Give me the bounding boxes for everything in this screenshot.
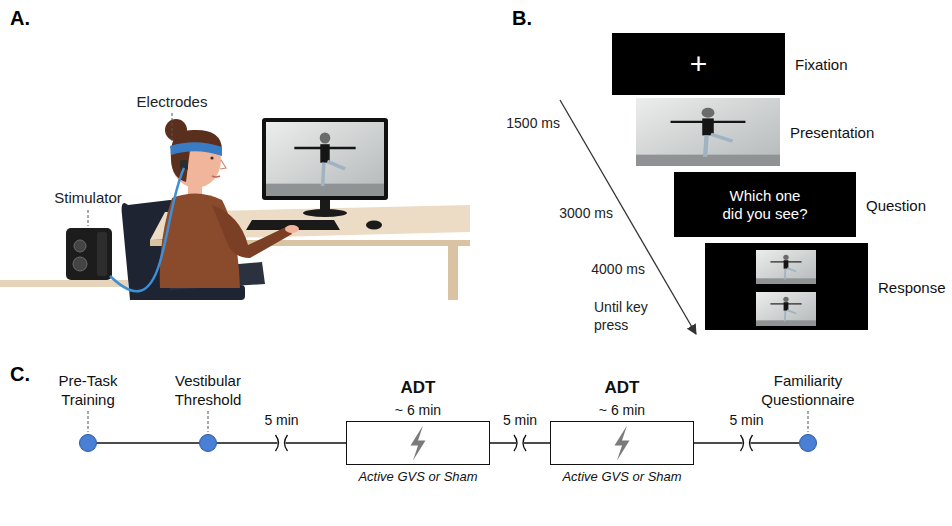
timeline-connector [217, 442, 346, 444]
break-mark [514, 435, 517, 451]
panel-letter: C. [10, 362, 30, 386]
stimulator-cable [110, 168, 184, 291]
timeline-label: Pre-Task Training [36, 371, 140, 409]
timeline-connector [490, 442, 550, 444]
timeline-point: Familiarity Questionnaire [799, 434, 817, 452]
timeline-point: Pre-Task Training [79, 434, 97, 452]
leader-line [88, 113, 172, 226]
condition-label: Active GVS or Sham [562, 469, 681, 484]
time-label: 1500 ms [506, 114, 560, 132]
participant [285, 225, 299, 233]
interval-label: 5 min [501, 412, 539, 429]
stimulus-screen: Presentation [636, 98, 780, 166]
screen-label: Question [866, 196, 926, 213]
break-mark [523, 435, 526, 451]
timeline-connector [694, 442, 799, 444]
stimulator-device [97, 232, 107, 276]
time-label: 4000 ms [591, 260, 645, 278]
duration-label: ~ 6 min [395, 402, 441, 418]
question-screen: Which one did you see?Question [674, 172, 856, 237]
side-table [0, 280, 128, 287]
screen-text: Which one did you see? [720, 187, 810, 223]
task-block: ADT~ 6 minActive GVS or Sham [346, 421, 490, 465]
response-screen-art [705, 243, 868, 330]
stimulator-cable [110, 168, 184, 291]
lightning-icon [615, 426, 630, 461]
leader-line [88, 210, 89, 226]
lightning-icon [411, 426, 426, 461]
participant [170, 142, 222, 156]
keyboard-mouse [246, 220, 382, 230]
stimulus-photo [636, 98, 780, 166]
response-screen-art [756, 250, 816, 284]
screen-text: + [690, 46, 708, 82]
monitor [303, 209, 347, 217]
callout-label: Electrodes [137, 92, 208, 111]
screen-label: Presentation [790, 124, 874, 141]
condition-label: Active GVS or Sham [358, 469, 477, 484]
participant [165, 119, 187, 141]
time-label: 3000 ms [559, 204, 613, 222]
break-mark [276, 435, 279, 451]
stimulator-device [73, 257, 87, 271]
timeline-point: Vestibular Threshold [199, 434, 217, 452]
timeline-label: Familiarity Questionnaire [756, 371, 860, 409]
response-screen: Response [705, 243, 868, 330]
block-title: ADT [605, 378, 640, 398]
lightning-icon [411, 426, 630, 461]
monitor [262, 118, 388, 217]
block-title: ADT [401, 378, 436, 398]
desk [448, 246, 458, 300]
panel-letter: B. [512, 6, 532, 30]
monitor [262, 118, 388, 200]
timeline-connector [97, 442, 199, 444]
stimulator-device [66, 228, 112, 280]
participant [212, 205, 292, 258]
break-mark [285, 435, 288, 451]
leader-line [208, 411, 209, 432]
participant [220, 160, 226, 169]
response-screen-art [705, 243, 868, 330]
screen-label: Response [878, 278, 946, 295]
panel-letter: A. [10, 6, 30, 30]
duration-label: ~ 6 min [599, 402, 645, 418]
leader-line [808, 411, 809, 432]
break-mark [750, 435, 753, 451]
response-screen-art [756, 292, 816, 326]
side-table [0, 280, 128, 287]
fixation-screen: +Fixation [612, 33, 785, 95]
keyboard-mouse [366, 221, 382, 230]
callout-label: Stimulator [54, 188, 122, 207]
leader-line [88, 411, 89, 432]
time-label: Until key press [594, 298, 660, 334]
stimulator-device [66, 228, 112, 280]
break-mark [741, 435, 744, 451]
interval-label: 5 min [262, 412, 300, 429]
timeline-label: Vestibular Threshold [156, 371, 260, 409]
participant [160, 119, 299, 290]
interval-label: 5 min [727, 412, 765, 429]
leader-line [172, 113, 173, 142]
screen-label: Fixation [795, 56, 848, 73]
stimulator-device [74, 240, 86, 252]
participant [212, 176, 220, 177]
stimulus-photo [636, 98, 780, 166]
task-block: ADT~ 6 minActive GVS or Sham [550, 421, 694, 465]
participant [210, 156, 213, 159]
monitor [266, 122, 384, 196]
